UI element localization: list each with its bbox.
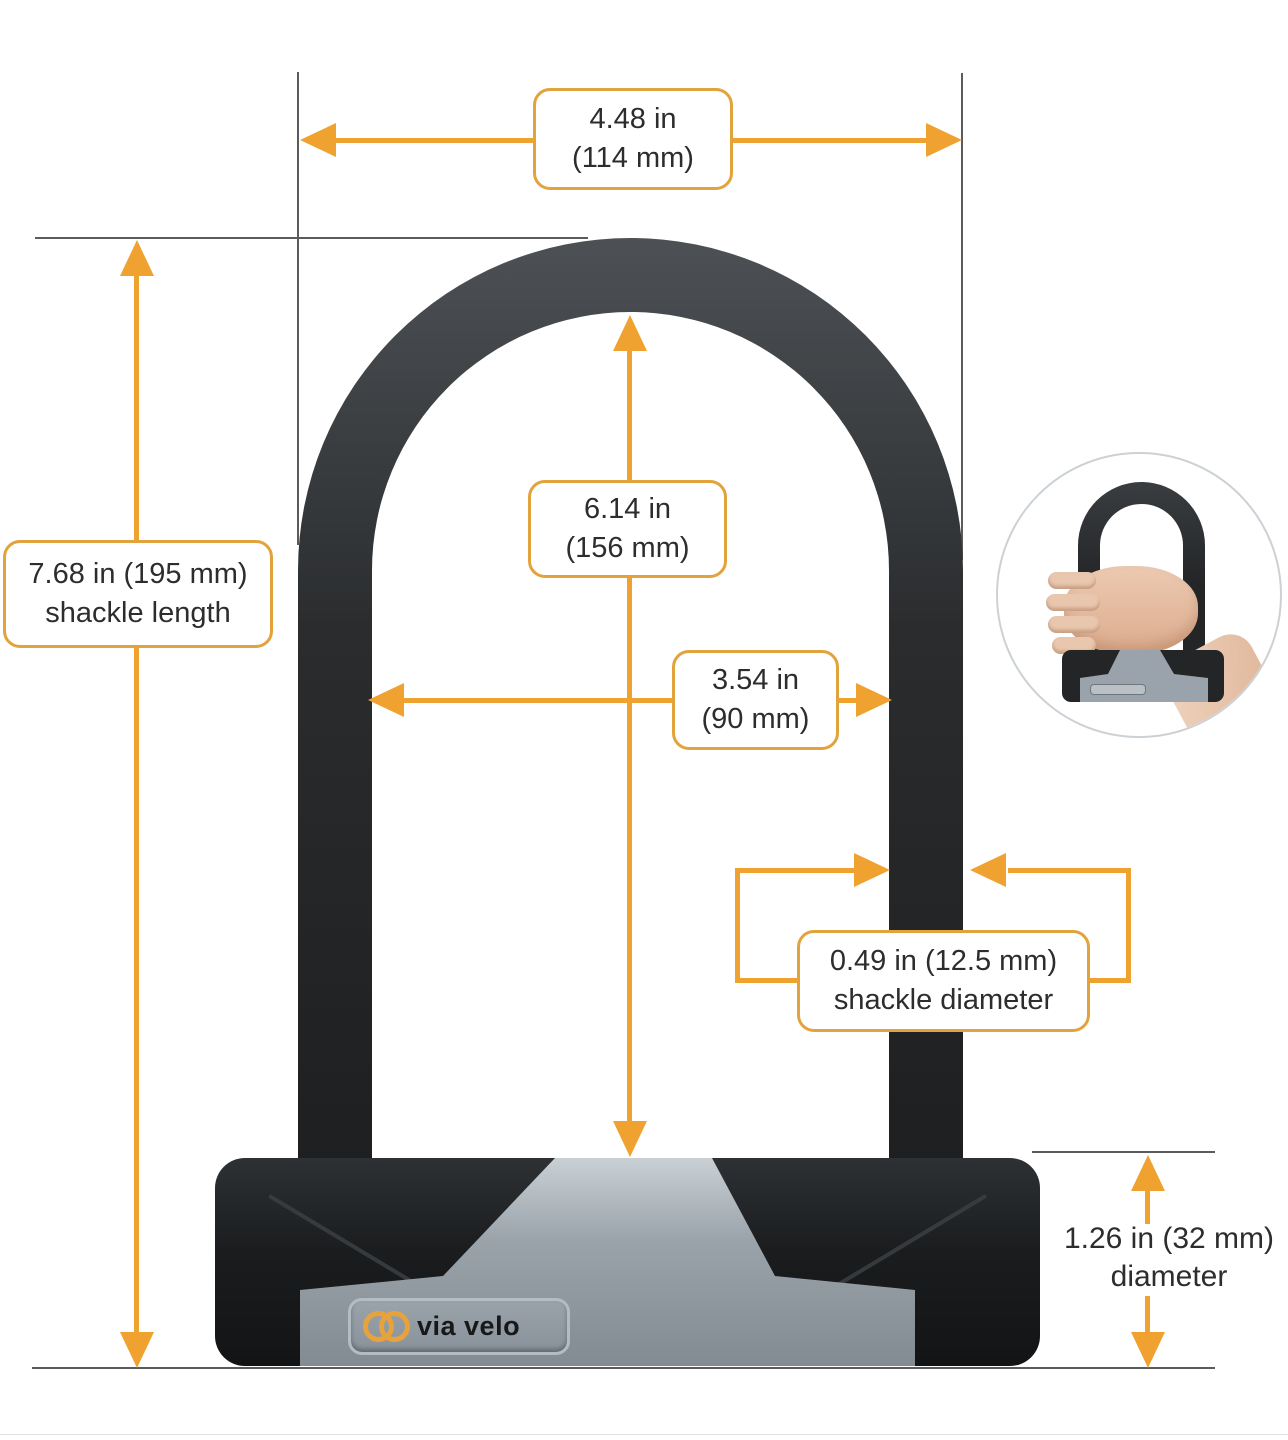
arrow-line-shackle-length bbox=[134, 250, 139, 1360]
arrowhead-top-body-diameter bbox=[1131, 1155, 1165, 1191]
callout-connector-right bbox=[1088, 978, 1131, 983]
callout-drop-line-right bbox=[1126, 868, 1131, 982]
dimension-label-shackle-diameter: 0.49 in (12.5 mm) shackle diameter bbox=[797, 930, 1090, 1032]
inset-hand-finger bbox=[1046, 594, 1100, 611]
dimension-caption: diameter bbox=[1110, 1259, 1228, 1293]
dimension-value: 0.49 in (12.5 mm) bbox=[829, 945, 1058, 978]
dimension-value: 1.26 in (32 mm) bbox=[1063, 1222, 1275, 1255]
arrow-line-body-diameter-top bbox=[1145, 1189, 1150, 1224]
dimension-label-inner-width: 3.54 in (90 mm) bbox=[672, 650, 839, 750]
arrowhead-right-outer-width bbox=[926, 123, 962, 157]
dimension-metric: (90 mm) bbox=[701, 703, 810, 735]
dimension-metric: (114 mm) bbox=[572, 142, 694, 174]
body-gray-panel bbox=[300, 1158, 915, 1366]
inset-ulock-body bbox=[1062, 650, 1224, 702]
callout-drop-line-left bbox=[735, 868, 740, 982]
inset-body-logo-slot bbox=[1090, 684, 1146, 695]
arrowhead-right-inner-width bbox=[856, 683, 892, 717]
callout-connector-left bbox=[735, 978, 800, 983]
dimension-value: 7.68 in (195 mm) bbox=[28, 558, 248, 591]
brand-logo-plate: via velo bbox=[348, 1298, 570, 1355]
brand-rings-icon bbox=[363, 1311, 410, 1342]
inset-hand-finger bbox=[1052, 637, 1096, 654]
dimension-value: 3.54 in bbox=[711, 664, 800, 697]
arrowhead-bottom-shackle-length bbox=[120, 1332, 154, 1368]
brand-logo-text: via velo bbox=[417, 1311, 521, 1341]
arrow-line-shackle-diameter-right bbox=[1008, 868, 1128, 873]
arrowhead-bottom-body-diameter bbox=[1131, 1332, 1165, 1368]
hand-scale-inset bbox=[996, 452, 1282, 738]
dimension-label-body-diameter: 1.26 in (32 mm) diameter bbox=[1050, 1220, 1288, 1295]
reference-line-body-top bbox=[1032, 1151, 1215, 1153]
dimension-caption: shackle length bbox=[45, 597, 231, 629]
dimension-label-shackle-length: 7.68 in (195 mm) shackle length bbox=[3, 540, 273, 648]
arrow-line-inner-height bbox=[627, 325, 632, 1147]
arrowhead-shackle-diameter-right bbox=[970, 853, 1006, 887]
arrowhead-top-inner-height bbox=[613, 315, 647, 351]
reference-line-right-vertical bbox=[961, 73, 963, 560]
inset-hand-finger bbox=[1048, 616, 1100, 633]
inset-hand-finger bbox=[1048, 572, 1096, 589]
reference-line-left-vertical bbox=[297, 72, 299, 545]
dimension-metric: (156 mm) bbox=[565, 532, 690, 564]
arrow-line-shackle-diameter-left bbox=[737, 868, 857, 873]
dimension-value: 6.14 in bbox=[583, 493, 672, 526]
arrowhead-bottom-inner-height bbox=[613, 1121, 647, 1157]
arrow-line-body-diameter-bottom bbox=[1145, 1296, 1150, 1334]
dimension-value: 4.48 in bbox=[589, 103, 677, 136]
reference-line-shackle-top bbox=[35, 237, 588, 239]
ulock-body: via velo bbox=[215, 1158, 1040, 1366]
arrow-line-inner-width bbox=[378, 698, 884, 703]
dimension-label-outer-width: 4.48 in (114 mm) bbox=[533, 88, 733, 190]
arrowhead-left-inner-width bbox=[368, 683, 404, 717]
dimension-caption: shackle diameter bbox=[833, 984, 1054, 1016]
arrowhead-shackle-diameter-left bbox=[854, 853, 890, 887]
arrowhead-left-outer-width bbox=[300, 123, 336, 157]
arrowhead-top-shackle-length bbox=[120, 240, 154, 276]
page-bottom-divider bbox=[0, 1434, 1288, 1435]
dimension-label-inner-height: 6.14 in (156 mm) bbox=[528, 480, 727, 578]
reference-line-ground bbox=[32, 1367, 1215, 1369]
